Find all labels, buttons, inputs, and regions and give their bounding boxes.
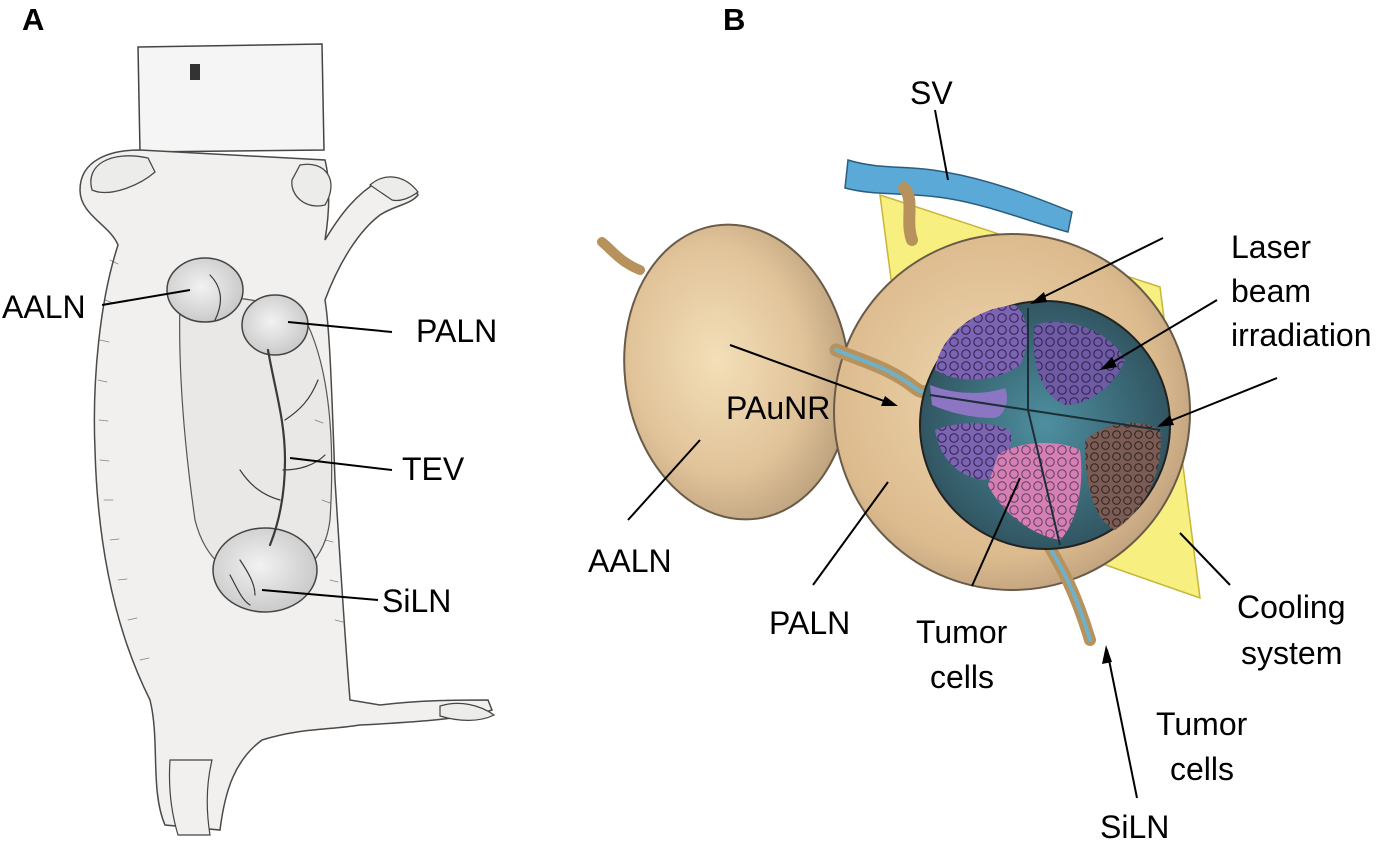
panel-b-letter: B bbox=[723, 2, 745, 37]
leader-b-tumor-cells-1 bbox=[971, 477, 1021, 587]
label-b-paunr: PAuNR bbox=[726, 390, 830, 426]
label-b-tumor-cells-2-line2: cells bbox=[1170, 751, 1234, 787]
mouse-forepaw bbox=[369, 176, 419, 202]
lymph-vessel-left bbox=[597, 237, 645, 275]
tape-strip bbox=[137, 43, 325, 153]
leader-b-paln bbox=[812, 481, 889, 586]
vessel-branch bbox=[209, 274, 326, 606]
arrow-laser-3 bbox=[1159, 377, 1278, 426]
mouse-illustration bbox=[79, 43, 496, 836]
leader-a-tev bbox=[289, 457, 393, 471]
arrow-sv bbox=[934, 109, 949, 181]
tape-mark bbox=[190, 64, 200, 80]
label-a-tev: TEV bbox=[402, 451, 465, 487]
label-b-tumor-cells-1-line1: Tumor bbox=[916, 614, 1008, 650]
tumor-lobe-pink-cells bbox=[988, 443, 1082, 540]
arrow-laser-2 bbox=[1102, 299, 1218, 369]
label-a-siln: SiLN bbox=[382, 583, 451, 619]
mouse-aaln-node bbox=[166, 257, 244, 323]
label-b-cooling-line2: system bbox=[1241, 635, 1342, 671]
tumor-lobe-brown-cells bbox=[1085, 422, 1161, 530]
arrowhead-laser-1 bbox=[1030, 292, 1047, 304]
leader-a-paln bbox=[287, 321, 393, 333]
label-b-laser-3: irradiation bbox=[1231, 317, 1372, 353]
label-b-tumor-cells-1-line2: cells bbox=[930, 659, 994, 695]
leader-a-aaln bbox=[101, 289, 191, 306]
arrowhead-laser-3 bbox=[1157, 415, 1174, 427]
label-b-sv: SV bbox=[910, 75, 953, 111]
mouse-tail bbox=[168, 759, 213, 836]
tumor-lobe-upper-left-cells bbox=[935, 305, 1027, 380]
efferent-vessel-core bbox=[1048, 546, 1092, 642]
lymph-vessel-top bbox=[898, 182, 918, 246]
arrowhead-laser-2 bbox=[1100, 357, 1117, 370]
label-b-tumor-cells-2-line1: Tumor bbox=[1156, 706, 1248, 742]
mouse-ear-right bbox=[291, 163, 332, 207]
panel-b: B bbox=[588, 2, 1372, 845]
label-b-laser-2: beam bbox=[1231, 273, 1311, 309]
fur-hatching bbox=[97, 259, 344, 661]
leader-b-aaln bbox=[627, 439, 701, 521]
tumor-septa bbox=[929, 308, 1161, 546]
mouse-hindpaw bbox=[439, 702, 496, 721]
mouse-paln-node bbox=[241, 294, 309, 356]
arrow-siln bbox=[1106, 649, 1138, 799]
tev-vessel bbox=[266, 348, 287, 547]
panel-a-letter: A bbox=[22, 2, 44, 37]
label-a-aaln: AALN bbox=[2, 289, 86, 325]
tumor-lobe-upper-right-cells bbox=[1033, 321, 1125, 405]
tumor-section bbox=[919, 300, 1171, 550]
leader-a-siln bbox=[261, 589, 379, 601]
arrowhead-siln bbox=[1102, 645, 1112, 664]
arrow-paunr bbox=[729, 344, 896, 406]
label-b-laser-1: Laser bbox=[1231, 229, 1311, 265]
label-b-paln: PALN bbox=[769, 605, 850, 641]
aaln-node bbox=[623, 223, 851, 521]
label-b-siln: SiLN bbox=[1100, 809, 1169, 845]
label-b-cooling-line1: Cooling bbox=[1237, 589, 1346, 625]
tumor-lobe-lower-left-cells bbox=[935, 423, 1012, 480]
arrow-laser-1 bbox=[1032, 237, 1164, 303]
mouse-siln-node bbox=[212, 527, 318, 613]
panel-a: A bbox=[2, 2, 497, 836]
label-b-aaln: AALN bbox=[588, 543, 672, 579]
leader-b-cooling bbox=[1179, 532, 1231, 586]
mouse-ear-left bbox=[90, 155, 156, 194]
arrowhead-paunr bbox=[881, 396, 898, 406]
label-a-paln: PALN bbox=[416, 313, 497, 349]
